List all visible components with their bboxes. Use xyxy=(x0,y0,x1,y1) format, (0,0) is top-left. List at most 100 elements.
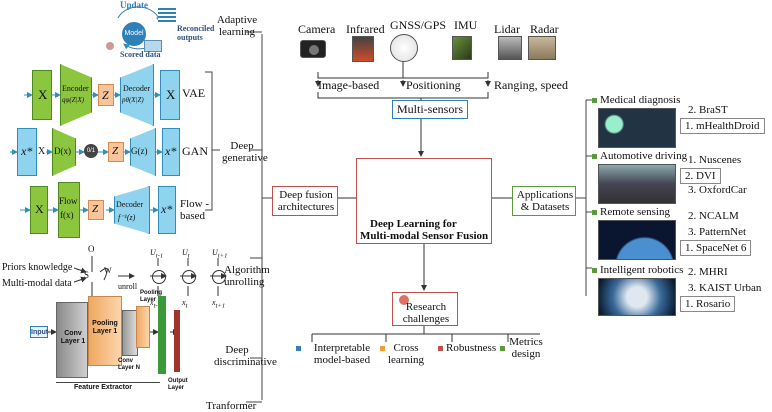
app-medical-title: Medical diagnosis xyxy=(600,94,681,106)
camera-icon xyxy=(300,40,326,58)
app-medical-ds-1: 2. BraST xyxy=(688,104,728,116)
flow-block xyxy=(58,182,80,238)
app-robot-title: Intelligent robotics xyxy=(600,264,684,276)
app-remote-ds-3: 1. SpaceNet 6 xyxy=(685,242,747,254)
app-remote-ds-3-box: 1. SpaceNet 6 xyxy=(680,240,752,256)
challenge-bullet-3-icon xyxy=(438,346,443,351)
app-auto-title: Automotive driving xyxy=(600,150,688,162)
rnn-w-label: W xyxy=(104,266,112,275)
app-bullet-medical-icon xyxy=(592,98,597,103)
sensor-camera-label: Camera xyxy=(298,22,336,36)
positioning-label: Positioning xyxy=(406,78,461,92)
vae-latent-z: Z xyxy=(98,84,114,106)
flow-latent-z: Z xyxy=(88,200,104,220)
app-robot-ds-3-box: 1. Rosario xyxy=(680,296,736,312)
cnn-pool1-label: Pooling Layer 1 xyxy=(92,320,118,335)
research-icon xyxy=(399,295,409,305)
challenge-4: Metrics design xyxy=(509,336,543,360)
rnn-ut-1: Ut-1 xyxy=(150,248,164,260)
vae-encoder-formula: qφ(Z|X) xyxy=(62,96,85,104)
app-bullet-auto-icon xyxy=(592,154,597,159)
gnss-icon xyxy=(390,34,418,62)
rnn-xt1: xt+1 xyxy=(212,298,226,310)
gan-output-x: x* xyxy=(162,128,180,176)
sensor-lidar-label: Lidar xyxy=(494,22,520,36)
challenge-bullet-2-icon xyxy=(380,346,385,351)
gan-xout-label: x* xyxy=(165,144,177,158)
gan-g-label: G(z) xyxy=(131,146,148,156)
flow-formula: f(x) xyxy=(60,210,74,220)
vae-x-label: X xyxy=(38,87,48,102)
app-remote-ds-2: 3. PatternNet xyxy=(688,226,747,238)
app-auto-ds-1: 1. Nuscenes xyxy=(688,154,742,166)
gan-xstar-label: x* xyxy=(21,144,33,158)
app-remote-image xyxy=(598,220,676,260)
app-remote-ds-1: 2. NCALM xyxy=(688,210,739,222)
adaptive-learning-label: Adaptive learning xyxy=(216,14,258,38)
flow-decoder-label: Decoder xyxy=(116,200,144,209)
vae-label: VAE xyxy=(182,86,206,100)
gan-z-label: Z xyxy=(112,145,119,157)
rnn-node-1 xyxy=(152,270,166,284)
multimodal-label: Multi-modal data xyxy=(2,278,72,289)
flow-x-label: X xyxy=(35,202,44,216)
cnn-convn-label: Conv Layer N xyxy=(118,358,141,371)
cnn-fc-red xyxy=(174,310,180,372)
vae-z-label: Z xyxy=(102,88,109,102)
gan-label: GAN xyxy=(182,144,208,158)
flow-input-x: X xyxy=(30,186,48,234)
cnn-extractor-bracket xyxy=(56,382,160,383)
sensor-radar-label: Radar xyxy=(530,22,559,36)
flow-output-x: x* xyxy=(158,186,176,234)
priors-label: Priors knowledge xyxy=(2,262,73,273)
challenge-1: Interpretable model-based xyxy=(313,342,371,366)
center-title-1: Deep Learning for xyxy=(370,218,457,230)
fusion-box: Deep fusion architectures xyxy=(272,186,338,216)
rnn-xt: xt xyxy=(182,298,188,310)
cnn-pooln xyxy=(136,306,150,348)
reconciled-label: Reconciled outputs xyxy=(177,24,215,42)
app-robot-ds-3: 1. Rosario xyxy=(685,298,731,310)
output-list-icon xyxy=(158,8,176,24)
multi-sensors-box: Multi-sensors xyxy=(392,100,468,119)
model-node: Model xyxy=(122,22,146,46)
app-auto-ds-2: 2. DVI xyxy=(685,170,716,182)
algorithm-unrolling-label: Algorithm unrolling xyxy=(224,264,270,288)
app-robot-ds-1: 2. MHRI xyxy=(688,266,728,278)
challenge-3: Robustness xyxy=(446,342,497,354)
flow-z-label: Z xyxy=(92,203,99,215)
challenge-bullet-4-icon xyxy=(500,346,505,351)
rnn-node-2 xyxy=(182,270,196,284)
gan-x-label: X xyxy=(38,146,46,157)
rnn-ut: Ut xyxy=(182,248,190,260)
vae-encoder-label: Encoder xyxy=(62,84,89,93)
flow-xout-label: x* xyxy=(161,202,173,216)
deep-generative-label: Deep generative xyxy=(222,140,268,164)
cnn-fc-green xyxy=(158,296,166,374)
vae-decoder-label: Decoder xyxy=(123,84,151,93)
cnn-conv1 xyxy=(56,302,88,378)
challenge-2: Cross learning xyxy=(387,342,425,366)
vae-input-x: X xyxy=(32,70,52,120)
imu-icon xyxy=(452,36,472,60)
flow-based-label: Flow -based xyxy=(180,198,210,222)
challenge-bullet-1-icon xyxy=(296,346,301,351)
flow-decoder-formula: f⁻¹(z) xyxy=(118,213,136,222)
research-label: Research challenges xyxy=(402,301,450,325)
image-based-label: Image-based xyxy=(318,78,380,92)
gan-noise-z: Z xyxy=(108,142,124,162)
apps-box: Applications & Datasets xyxy=(512,186,576,216)
sensor-infrared-label: Infrared xyxy=(346,22,385,36)
cnn-output-label: Output Layer xyxy=(168,378,188,391)
apps-label: Applications & Datasets xyxy=(516,189,574,213)
cnn-input-label: Input xyxy=(31,329,49,336)
rnn-node-3 xyxy=(212,270,226,284)
app-bullet-remote-icon xyxy=(592,210,597,215)
app-medical-ds-2-box: 1. mHealthDroid xyxy=(680,118,765,134)
data-dot-icon xyxy=(106,42,114,50)
research-box: Research challenges xyxy=(392,292,458,326)
update-label: Update xyxy=(120,0,149,10)
cnn-input: Input xyxy=(30,326,48,338)
rnn-o-label: O xyxy=(88,244,95,254)
app-medical-image xyxy=(598,108,676,148)
